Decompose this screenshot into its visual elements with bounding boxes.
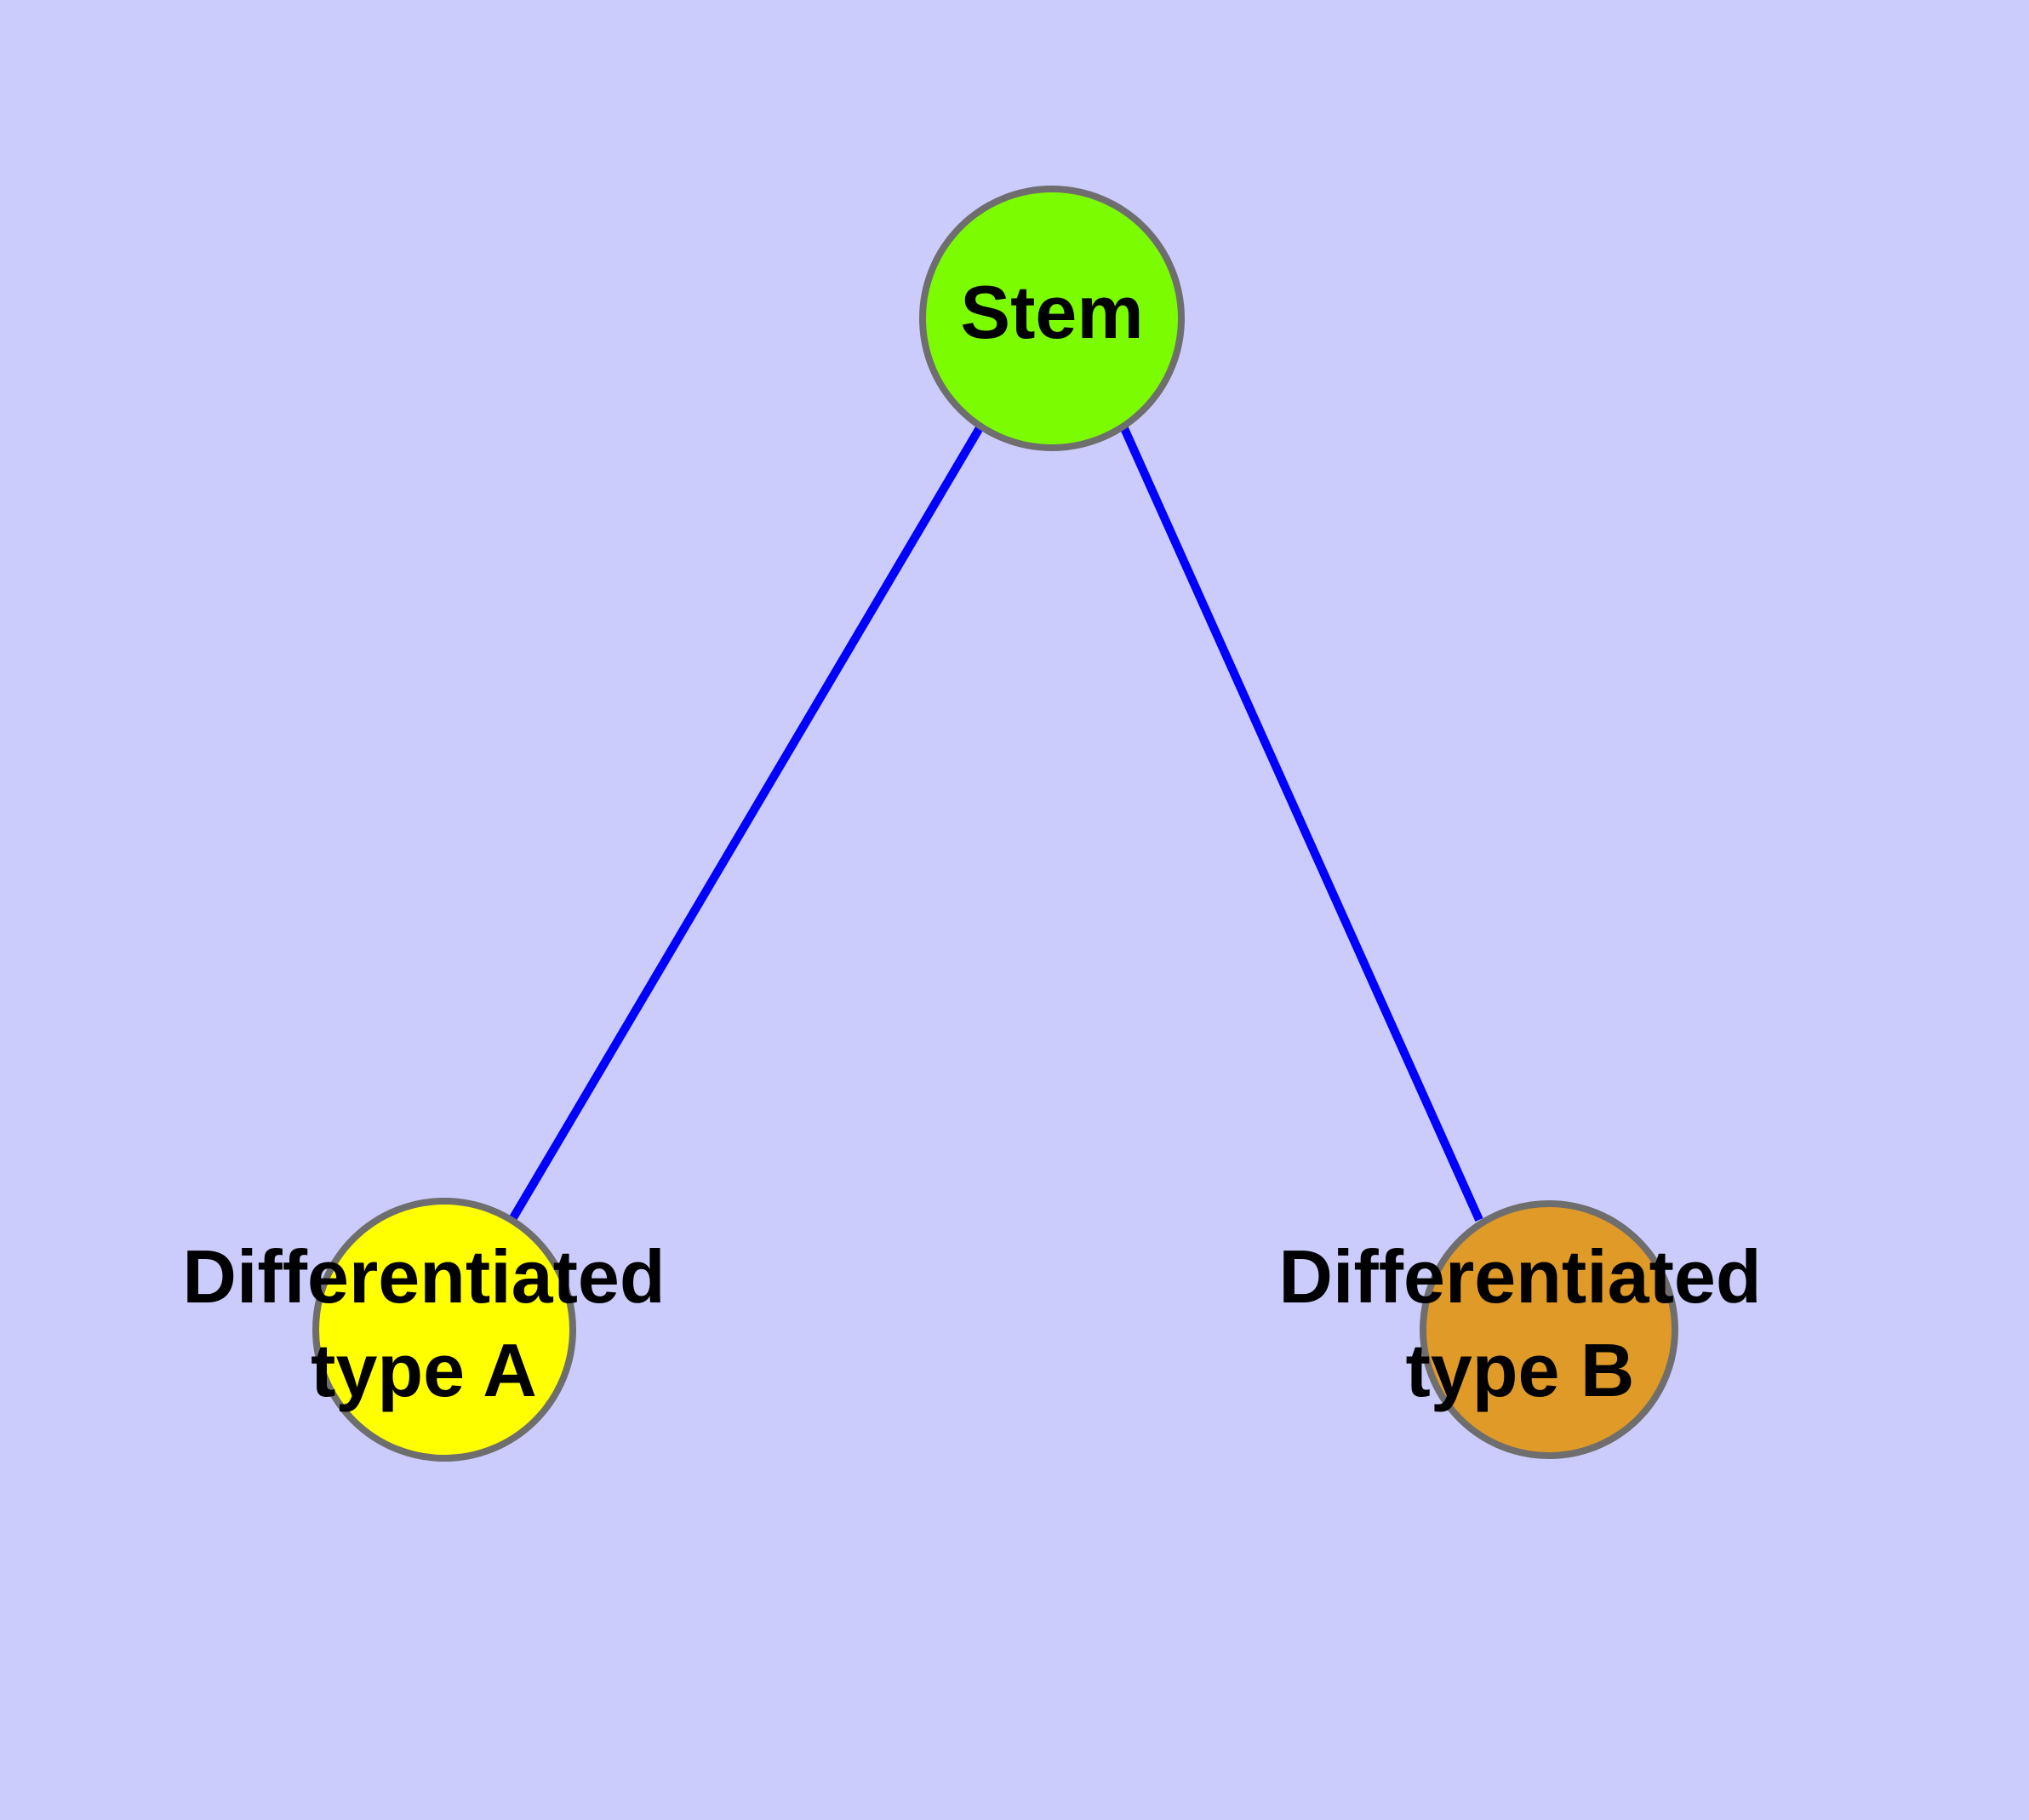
node-label-line: type A (311, 1328, 537, 1412)
node-label-diff-a: Differentiated type A (182, 1234, 665, 1412)
node-diff-a[interactable] (312, 1198, 576, 1462)
node-label-line: type B (1406, 1328, 1635, 1412)
edge-stem-to-diff-a[interactable] (507, 424, 985, 1223)
node-diff-b[interactable] (1420, 1200, 1678, 1459)
node-label-diff-b: Differentiated type B (1278, 1234, 1761, 1412)
node-stem[interactable] (919, 186, 1185, 451)
edge-stem-to-diff-b[interactable] (1119, 424, 1483, 1222)
node-label-line: Differentiated (1278, 1234, 1761, 1319)
node-label-stem: Stem (960, 270, 1143, 354)
nodes-layer (312, 186, 1678, 1462)
node-label-line: Differentiated (182, 1234, 665, 1319)
node-label-line: Stem (960, 270, 1143, 354)
edges-layer (507, 424, 1483, 1223)
